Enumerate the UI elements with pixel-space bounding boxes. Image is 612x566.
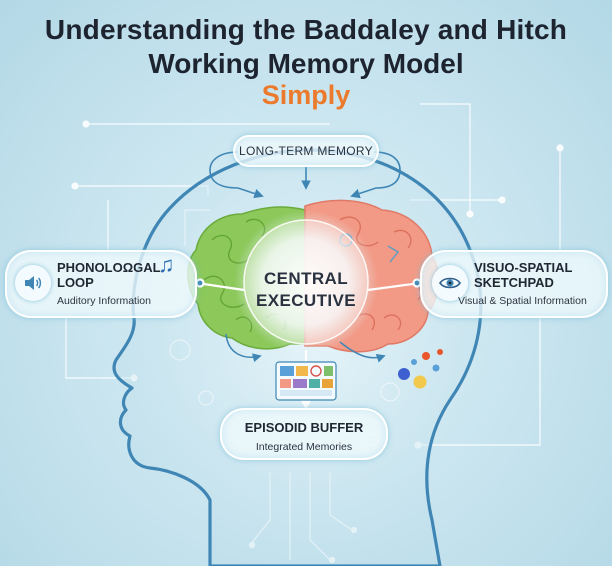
phonological-loop-title-line-2: LOOP (57, 275, 94, 290)
visuo-spatial-box: VISUO-SPATIAL SKETCHPAD Visual & Spatial… (420, 250, 608, 318)
title-line-1: Understanding the Baddaley and Hitch (44, 14, 568, 45)
central-executive-line-1: CENTRAL (263, 269, 348, 288)
episodic-buffer-box: EPISODID BUFFER Integrated Memories (220, 408, 388, 460)
title-line-3: Simply (261, 80, 351, 110)
color-dots (398, 349, 443, 389)
long-term-memory-label: LONG-TERM MEMORY (239, 144, 373, 158)
central-ring (243, 219, 369, 345)
visuo-spatial-title: VISUO-SPATIAL SKETCHPAD (474, 260, 584, 290)
central-glow (234, 210, 378, 354)
episodic-buffer-subtitle: Integrated Memories (255, 441, 353, 453)
visuo-spatial-subtitle: Visual & Spatial Information (458, 295, 587, 307)
central-executive-line-2: EXECUTIVE (256, 291, 356, 310)
phonological-loop-subtitle: Auditory Information (57, 295, 151, 307)
phonological-loop-title-line-1: PHONOLOΩGAL (57, 260, 161, 275)
eye-icon (432, 265, 468, 301)
phonological-loop-title: PHONOLOΩGAL LOOP (57, 260, 162, 290)
collage-icon (275, 361, 337, 401)
visuo-spatial-title-line-1: VISUO-SPATIAL (474, 260, 573, 275)
connector-lines (195, 278, 422, 292)
phonological-loop-box: PHONOLOΩGAL LOOP Auditory Information (5, 250, 197, 318)
visuo-spatial-title-line-2: SKETCHPAD (474, 275, 554, 290)
central-executive: CENTRAL EXECUTIVE (228, 230, 384, 350)
ltm-arrows (209, 151, 401, 199)
title-line-2: Working Memory Model (148, 48, 464, 79)
music-note-icon: ♫ (158, 252, 175, 277)
episodic-buffer-title: EPISODID BUFFER (244, 420, 364, 435)
speaker-icon (15, 265, 51, 301)
long-term-memory-box: LONG-TERM MEMORY (233, 135, 379, 167)
